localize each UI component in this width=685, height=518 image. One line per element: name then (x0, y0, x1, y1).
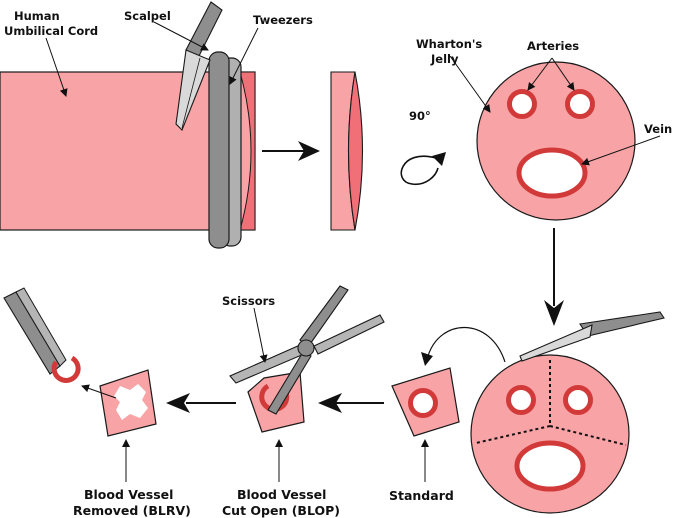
removed-vessel-ring (51, 355, 81, 383)
label-wharton-line1: Wharton's (416, 37, 482, 51)
label-rotation: 90° (409, 109, 431, 123)
label-scalpel: Scalpel (124, 9, 171, 23)
leader-lines-top (45, 21, 661, 166)
label-tweezers: Tweezers (253, 13, 313, 27)
standard-piece (391, 367, 460, 437)
arrow-down (544, 228, 564, 326)
label-cord-line1: Human (14, 9, 60, 23)
scalpel-icon (175, 1, 223, 131)
label-scissors: Scissors (222, 294, 275, 308)
label-cord-line2: Umbilical Cord (4, 24, 98, 38)
scalpel-icon-2 (519, 311, 665, 362)
blrv-piece (99, 369, 157, 437)
label-arteries: Arteries (527, 39, 579, 53)
arrow-blop-to-blrv (166, 393, 236, 413)
label-blop-line2: Cut Open (BLOP) (222, 503, 340, 518)
label-wharton-line2: Jelly (430, 52, 459, 66)
label-blrv-line2: Removed (BLRV) (73, 503, 191, 518)
label-standard: Standard (389, 488, 454, 503)
curved-arrow-to-standard (421, 326, 506, 366)
rotation-arrow-icon (400, 152, 446, 186)
cord-cross-section (476, 61, 636, 221)
sectioned-cross-section (470, 354, 630, 514)
arrow-standard-to-blop (318, 393, 384, 413)
cord-slice (330, 71, 364, 231)
arrow-cord-to-slice (262, 141, 320, 161)
label-blop-line1: Blood Vessel (237, 487, 326, 502)
scissors-icon (229, 285, 385, 415)
leader-lines-bottom (81, 307, 429, 482)
label-vein: Vein (644, 122, 672, 136)
forceps-icon (3, 287, 67, 375)
tweezers-icon (208, 51, 242, 249)
label-blrv-line1: Blood Vessel (84, 487, 173, 502)
